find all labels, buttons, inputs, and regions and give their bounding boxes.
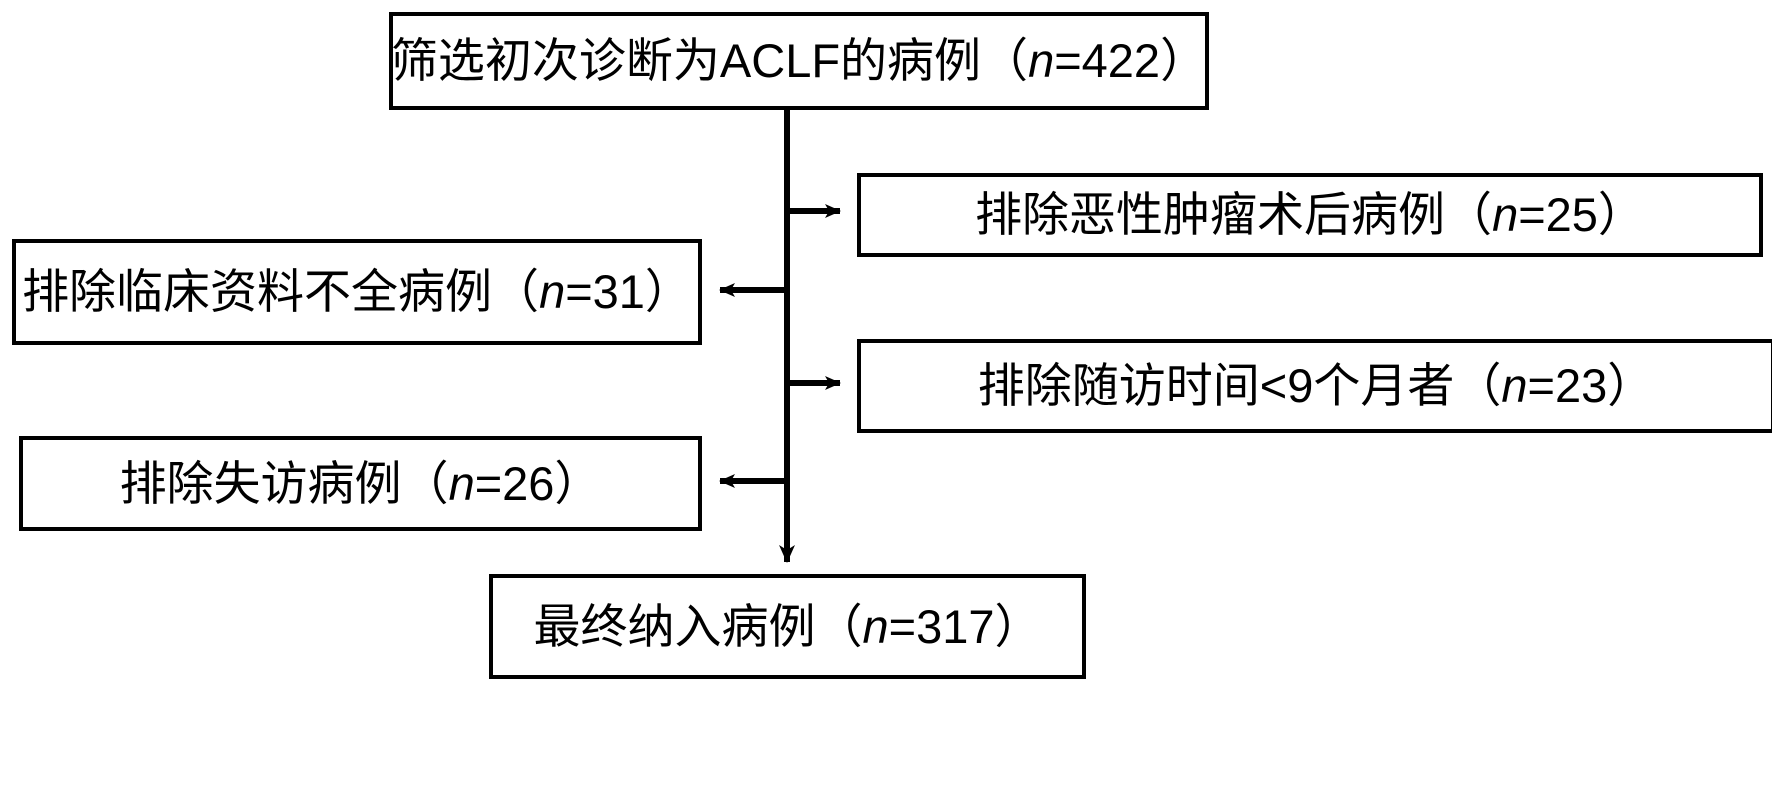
node-excluded-tumor-postop-label: 排除恶性肿瘤术后病例（n=25）: [975, 188, 1645, 242]
node-excluded-short-followup: 排除随访时间<9个月者（n=23）: [857, 339, 1772, 433]
n-symbol: n: [448, 456, 475, 510]
n-symbol: n: [1501, 359, 1528, 413]
node-final-included-label: 最终纳入病例（n=317）: [533, 599, 1042, 653]
node-final-included: 最终纳入病例（n=317）: [489, 574, 1086, 679]
node-excluded-lost-followup-label: 排除失访病例（n=26）: [119, 456, 602, 510]
node-screened-cases: 筛选初次诊断为ACLF的病例（n=422）: [389, 12, 1209, 110]
node-excluded-lost-followup: 排除失访病例（n=26）: [19, 436, 702, 531]
node-excluded-incomplete-data-label: 排除临床资料不全病例（n=31）: [22, 265, 692, 319]
n-symbol: n: [862, 599, 889, 653]
node-excluded-short-followup-label: 排除随访时间<9个月者（n=23）: [977, 359, 1655, 413]
n-symbol: n: [1028, 34, 1055, 88]
n-symbol: n: [1492, 188, 1519, 242]
node-excluded-incomplete-data: 排除临床资料不全病例（n=31）: [12, 239, 702, 345]
node-screened-cases-label: 筛选初次诊断为ACLF的病例（n=422）: [390, 34, 1208, 88]
node-excluded-tumor-postop: 排除恶性肿瘤术后病例（n=25）: [857, 173, 1763, 257]
n-symbol: n: [539, 265, 566, 319]
